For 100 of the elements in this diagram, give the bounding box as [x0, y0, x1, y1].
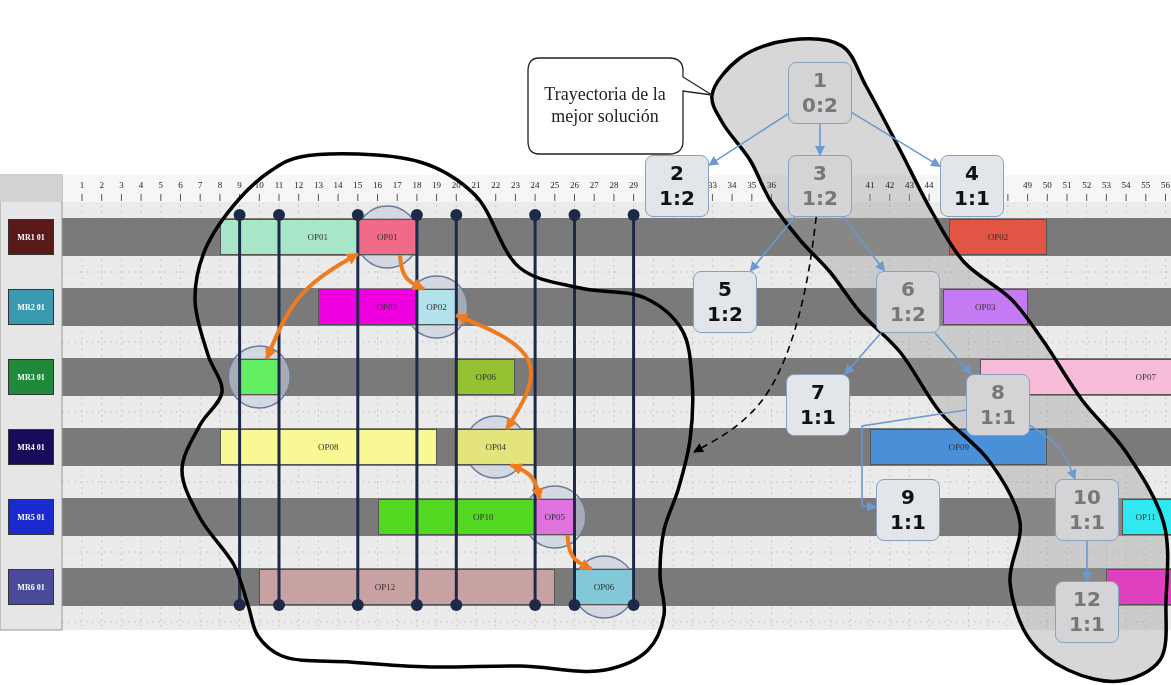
- task-bar: OP06: [456, 359, 516, 395]
- axis-tick-label: 27: [589, 180, 599, 190]
- callout-text: Trayectoria de la mejor solución: [543, 82, 667, 128]
- node-value: 1:2: [659, 186, 695, 211]
- node-number: 3: [813, 161, 827, 186]
- tree-node-box: [966, 374, 1030, 436]
- node-value: 1:1: [1069, 510, 1105, 535]
- node-value: 1:1: [890, 510, 926, 535]
- axis-tick-label: 34: [727, 180, 737, 190]
- axis-tick-label: 7: [197, 180, 203, 190]
- resource-label: MR1 01: [8, 219, 54, 255]
- node-number: 9: [901, 485, 915, 510]
- tree-node-box: [876, 271, 940, 333]
- axis-tick-label: 54: [1121, 180, 1131, 190]
- axis-tick-label: 15: [353, 180, 363, 190]
- axis-tick-label: 13: [313, 180, 323, 190]
- axis-tick-label: 21: [471, 180, 481, 190]
- node-value: 0:2: [802, 93, 838, 118]
- task-bar: OP11: [1122, 499, 1171, 535]
- curved-arrow: [455, 313, 533, 431]
- axis-tick-label: 56: [1161, 180, 1170, 190]
- node-value: 1:1: [980, 405, 1016, 430]
- resource-label: MR5 01: [8, 499, 54, 535]
- curved-arrow: [264, 252, 359, 361]
- node-value: 1:2: [890, 302, 926, 327]
- task-bar: OP02: [948, 219, 1048, 255]
- axis-tick-label: 5: [158, 180, 164, 190]
- node-number: 6: [901, 277, 915, 302]
- resource-label: MR6 01: [8, 569, 54, 605]
- node-value: 1:1: [954, 186, 990, 211]
- axis-tick-label: 8: [217, 180, 223, 190]
- node-number: 12: [1073, 587, 1101, 612]
- axis-tick-label: 53: [1101, 180, 1111, 190]
- arrow: [934, 332, 972, 375]
- axis-tick-label: 18: [412, 180, 422, 190]
- axis-tick-label: 33: [707, 180, 717, 190]
- node-number: 5: [718, 277, 732, 302]
- arrow: [842, 216, 886, 272]
- task-bar: OP02: [416, 289, 457, 325]
- tree-node-box: [786, 374, 850, 436]
- axis-tick-label: 28: [609, 180, 619, 190]
- task-bar: OP01: [219, 219, 358, 255]
- node-number: 7: [811, 380, 825, 405]
- node-value: 1:2: [802, 186, 838, 211]
- node-number: 4: [965, 161, 979, 186]
- arrow: [844, 332, 882, 375]
- axis-tick-label: 14: [333, 180, 343, 190]
- axis-tick-label: 50: [1042, 180, 1052, 190]
- axis-tick-label: 25: [550, 180, 560, 190]
- axis-tick-label: 9: [237, 180, 242, 190]
- task-bar: OP06: [574, 569, 634, 605]
- axis-tick-label: 12: [294, 180, 304, 190]
- axis-tick-label: 22: [491, 180, 501, 190]
- task-bar: OP03: [942, 289, 1028, 325]
- tree-node-box: [876, 479, 940, 541]
- axis-tick-label: 23: [510, 180, 520, 190]
- axis-tick-label: 24: [530, 180, 540, 190]
- axis-tick-label: 16: [373, 180, 382, 190]
- axis-tick-label: 49: [1023, 180, 1033, 190]
- axis-tick-label: 17: [392, 180, 402, 190]
- task-bar: OP04: [456, 429, 536, 465]
- node-value: 1:2: [707, 302, 743, 327]
- task-bar: OP10: [377, 499, 536, 535]
- node-number: 10: [1073, 485, 1101, 510]
- tree-node-box: [693, 271, 757, 333]
- tree-node-box: [1055, 581, 1119, 643]
- node-value: 1:1: [1069, 612, 1105, 637]
- arrow: [851, 111, 941, 168]
- tree-node-box: [788, 155, 852, 217]
- task-bar: OP03: [318, 289, 417, 325]
- curved-arrow: [565, 534, 593, 571]
- node-value: 1:1: [800, 405, 836, 430]
- arrow: [1082, 540, 1092, 582]
- axis-tick-label: 3: [119, 180, 124, 190]
- axis-tick-label: 55: [1141, 180, 1151, 190]
- curved-arrow: [398, 254, 425, 291]
- task-bar: OP12: [259, 569, 555, 605]
- tree-node-box: [788, 62, 852, 124]
- callout-bubble: [527, 57, 713, 156]
- axis-tick-label: 19: [432, 180, 442, 190]
- axis-tick-label: 2: [99, 180, 104, 190]
- arrow: [861, 409, 967, 512]
- task-bar: OP05: [535, 499, 575, 535]
- tree-node-box: [645, 155, 709, 217]
- arrow: [749, 216, 796, 272]
- dashed-arrow: [693, 216, 817, 453]
- curved-arrow: [509, 463, 544, 501]
- axis-tick-label: 42: [885, 180, 895, 190]
- task-bar: OP01: [357, 219, 417, 255]
- tree-node-box: [940, 155, 1004, 217]
- task-bar: [239, 359, 279, 395]
- axis-tick-label: 4: [138, 180, 144, 190]
- resource-label: MR3 01: [8, 359, 54, 395]
- axis-tick-label: 43: [904, 180, 914, 190]
- axis-tick-label: 26: [570, 180, 579, 190]
- curved-arrow: [1029, 424, 1077, 480]
- axis-tick-label: 52: [1082, 180, 1092, 190]
- node-number: 2: [670, 161, 684, 186]
- axis-tick-label: 35: [747, 180, 757, 190]
- axis-tick-label: 1: [79, 180, 85, 190]
